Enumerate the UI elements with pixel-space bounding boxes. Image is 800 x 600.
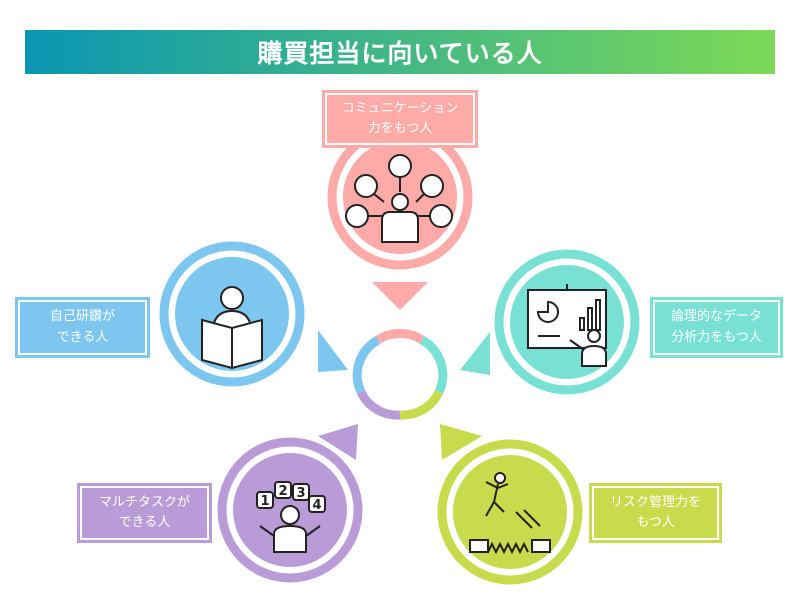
- pointer-teal: [460, 332, 490, 375]
- label-analysis: 論理的なデータ 分析力をもつ人: [650, 297, 783, 358]
- page-title: 購買担当に向いている人: [257, 39, 543, 68]
- number-3: 3: [296, 486, 305, 501]
- number-1: 1: [260, 494, 269, 509]
- juggling-numbers-icon: 1 2 3 4: [256, 481, 326, 553]
- number-2: 2: [278, 484, 287, 499]
- ring-segment-purple: [356, 389, 401, 420]
- pointer-pink: [372, 282, 428, 310]
- label-risk: リスク管理力を もつ人: [589, 483, 722, 543]
- ring-segment-green: [399, 389, 444, 420]
- ring-segment-teal: [419, 336, 448, 394]
- reading-book-icon: [201, 286, 263, 370]
- label-multitask: マルチタスクが できる人: [77, 483, 212, 543]
- label-text: 自己研鑽が できる人: [49, 309, 115, 345]
- title-banner: 購買担当に向いている人: [25, 30, 775, 74]
- jumping-over-spikes-icon: [469, 472, 551, 555]
- label-text: コミュニケーション 力をもつ人: [341, 100, 459, 136]
- label-communication: コミュニケーション 力をもつ人: [322, 90, 478, 148]
- pointer-purple: [318, 424, 358, 460]
- center-ring: [352, 328, 448, 420]
- people-network-icon: [345, 154, 453, 243]
- presentation-chart-icon: [527, 284, 607, 367]
- label-text: 論理的なデータ 分析力をもつ人: [670, 309, 762, 345]
- label-text: リスク管理力を もつ人: [609, 494, 701, 530]
- ring-segment-blue: [352, 336, 381, 394]
- pointer-green: [440, 424, 482, 460]
- label-text: マルチタスクが できる人: [98, 494, 190, 530]
- number-4: 4: [312, 498, 321, 513]
- pointer-blue: [318, 330, 348, 372]
- circle-risk: [437, 439, 583, 585]
- ring-segment-pink: [375, 328, 425, 344]
- label-self-study: 自己研鑽が できる人: [15, 297, 150, 358]
